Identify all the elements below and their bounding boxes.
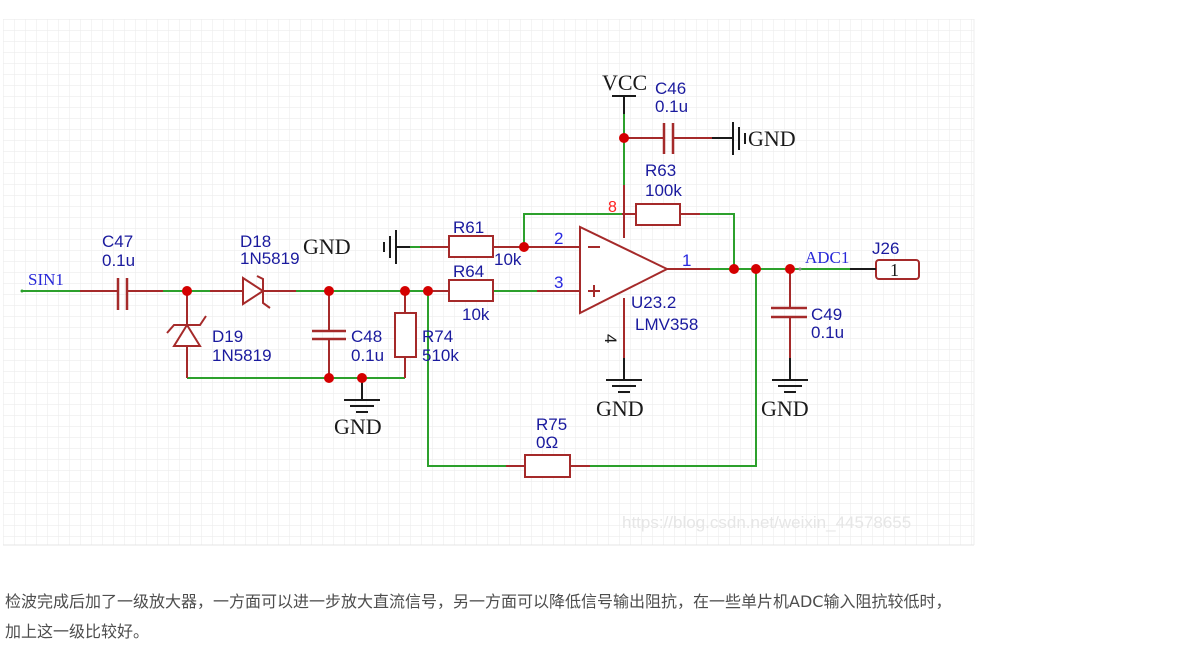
- c48-ref: C48: [351, 327, 382, 346]
- junction-dot: [357, 373, 367, 383]
- junction-dot: [324, 286, 334, 296]
- capacitor-c49[interactable]: [771, 306, 807, 319]
- c47-value: 0.1u: [102, 251, 135, 270]
- d18-value: 1N5819: [240, 249, 300, 268]
- r63-ref: R63: [645, 161, 676, 180]
- ground-symbol-r61: [383, 230, 410, 264]
- opamp-ref: U23.2: [631, 293, 676, 312]
- capacitor-c48[interactable]: [312, 329, 346, 341]
- r61-ref: R61: [453, 218, 484, 237]
- opamp-pin-inverting: 2: [554, 229, 563, 248]
- gnd-label-c49: GND: [761, 396, 809, 421]
- gnd-label-c46: GND: [748, 126, 796, 151]
- c46-value: 0.1u: [655, 97, 688, 116]
- c49-ref: C49: [811, 305, 842, 324]
- component-leads: [80, 137, 791, 467]
- gnd-label-r61: GND: [303, 234, 351, 259]
- c48-value: 0.1u: [351, 346, 384, 365]
- junctions: [182, 133, 795, 383]
- resistor-r75[interactable]: [524, 454, 571, 478]
- d19-ref: D19: [212, 327, 243, 346]
- caption-line-1: 检波完成后加了一级放大器，一方面可以进一步放大直流信号，另一方面可以降低信号输出…: [5, 592, 952, 611]
- junction-dot: [751, 264, 761, 274]
- ground-symbol-c46: [712, 122, 746, 155]
- r64-value: 10k: [462, 305, 490, 324]
- c46-ref: C46: [655, 79, 686, 98]
- r74-ref: R74: [422, 327, 453, 346]
- r75-value: 0Ω: [536, 433, 558, 452]
- resistor-r74[interactable]: [394, 312, 417, 358]
- vcc-label: VCC: [602, 70, 647, 95]
- gnd-label-opamp: GND: [596, 396, 644, 421]
- opamp-pin-ground: 4: [601, 334, 620, 343]
- resistor-r64[interactable]: [448, 279, 494, 302]
- opamp-u23[interactable]: [579, 225, 670, 315]
- opamp-pin-supply: 8: [608, 199, 617, 216]
- capacitor-c46[interactable]: [662, 123, 675, 154]
- r63-value: 100k: [645, 181, 682, 200]
- j26-pin: 1: [890, 260, 899, 280]
- wires: [22, 114, 850, 467]
- j26-ref: J26: [872, 239, 899, 258]
- diode-d18[interactable]: [242, 275, 271, 309]
- opamp-value: LMV358: [635, 315, 698, 334]
- vcc-symbol: [612, 95, 636, 114]
- r61-value: 10k: [494, 250, 522, 269]
- junction-dot: [519, 242, 529, 252]
- junction-dot: [423, 286, 433, 296]
- resistor-r61[interactable]: [448, 235, 494, 258]
- ground-symbol-c49: [772, 358, 808, 393]
- schematic-diagram: C47 0.1u D18 1N5819 D19 1N5819 C48 0.1u …: [3, 19, 975, 546]
- net-label-adc1: ADC1: [805, 248, 849, 267]
- junction-dot: [182, 286, 192, 296]
- c49-value: 0.1u: [811, 323, 844, 342]
- d18-ref: D18: [240, 232, 271, 251]
- capacitor-c47[interactable]: [116, 278, 129, 310]
- diode-d19[interactable]: [166, 315, 207, 347]
- opamp-pin-output: 1: [682, 251, 691, 270]
- r75-ref: R75: [536, 415, 567, 434]
- watermark: https://blog.csdn.net/weixin_44578655: [622, 513, 911, 532]
- r64-ref: R64: [453, 262, 484, 281]
- r74-value: 510k: [422, 346, 459, 365]
- junction-dot: [324, 373, 334, 383]
- junction-dot: [785, 264, 795, 274]
- caption: 检波完成后加了一级放大器，一方面可以进一步放大直流信号，另一方面可以降低信号输出…: [5, 587, 1183, 647]
- junction-dot: [400, 286, 410, 296]
- c47-ref: C47: [102, 232, 133, 251]
- junction-dot: [619, 133, 629, 143]
- opamp-pin-noninverting: 3: [554, 273, 563, 292]
- resistor-r63[interactable]: [635, 203, 681, 226]
- ground-symbol-opamp: [606, 358, 642, 393]
- d19-value: 1N5819: [212, 346, 272, 365]
- caption-line-2: 加上这一级比较好。: [5, 622, 150, 641]
- net-label-sin1: SIN1: [28, 270, 64, 289]
- junction-dot: [729, 264, 739, 274]
- gnd-label-c48: GND: [334, 414, 382, 439]
